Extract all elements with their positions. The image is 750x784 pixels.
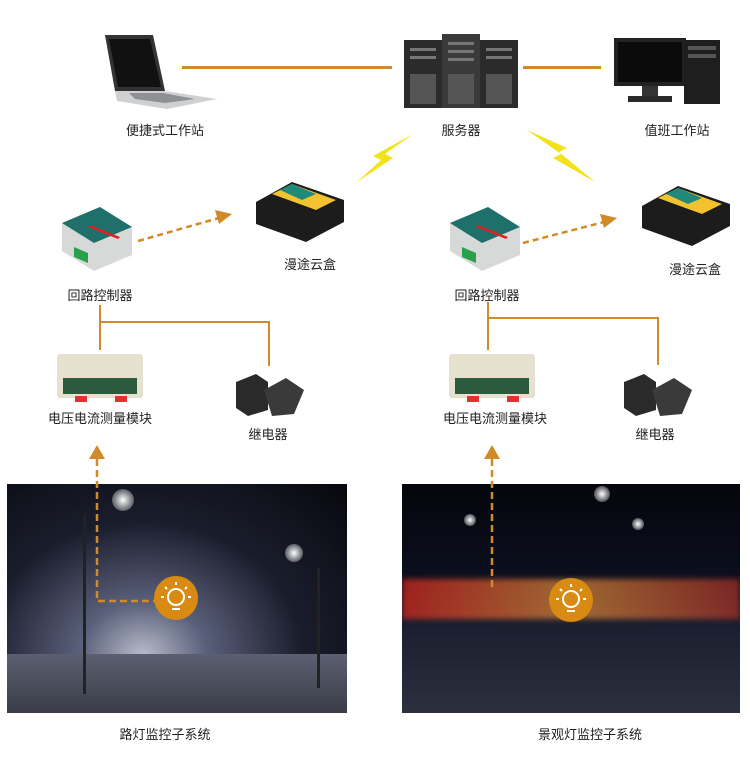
light-bulb-icon	[154, 576, 198, 620]
laptop-label: 便捷式工作站	[125, 124, 205, 139]
server-icon	[404, 34, 518, 108]
connection-line	[487, 317, 658, 319]
connection-line	[182, 66, 392, 69]
light-bulb-icon	[549, 578, 593, 622]
connection-line	[523, 66, 601, 69]
connection-line	[268, 321, 270, 366]
voltage-current-meter-icon	[449, 354, 535, 402]
dashed-arrow	[137, 210, 232, 243]
dashed-arrow	[484, 445, 500, 591]
desktop-label: 值班工作站	[644, 124, 710, 139]
desktop-icon	[614, 38, 720, 104]
laptop-icon	[105, 35, 217, 109]
relay-label: 继电器	[248, 428, 288, 443]
cloud-box-label: 漫途云盒	[283, 258, 337, 273]
dashed-arrow	[89, 445, 155, 603]
loop-controller-label: 回路控制器	[67, 289, 133, 304]
wireless-lightning-icon	[357, 134, 413, 182]
voltage-current-meter-icon	[57, 354, 143, 402]
landscape-light-subsystem-label: 景观灯监控子系统	[537, 728, 643, 743]
relay-icon	[624, 374, 692, 416]
loop-controller-label: 回路控制器	[454, 289, 520, 304]
connection-line	[487, 302, 489, 350]
connection-line	[99, 321, 269, 323]
relay-icon	[236, 374, 304, 416]
wireless-lightning-icon	[527, 130, 595, 182]
meter-label: 电压电流测量模块	[442, 412, 548, 427]
connection-line	[657, 317, 659, 365]
dashed-arrow	[522, 214, 617, 245]
cloud-box-label: 漫途云盒	[668, 263, 722, 278]
loop-controller-icon	[62, 207, 132, 271]
server-label: 服务器	[441, 124, 481, 139]
loop-controller-icon	[450, 207, 520, 271]
meter-label: 电压电流测量模块	[47, 412, 153, 427]
cloud-box-icon	[256, 182, 344, 242]
connection-line	[99, 305, 101, 350]
street-light-subsystem-label: 路灯监控子系统	[119, 728, 211, 743]
cloud-box-icon	[642, 186, 730, 246]
relay-label: 继电器	[635, 428, 675, 443]
